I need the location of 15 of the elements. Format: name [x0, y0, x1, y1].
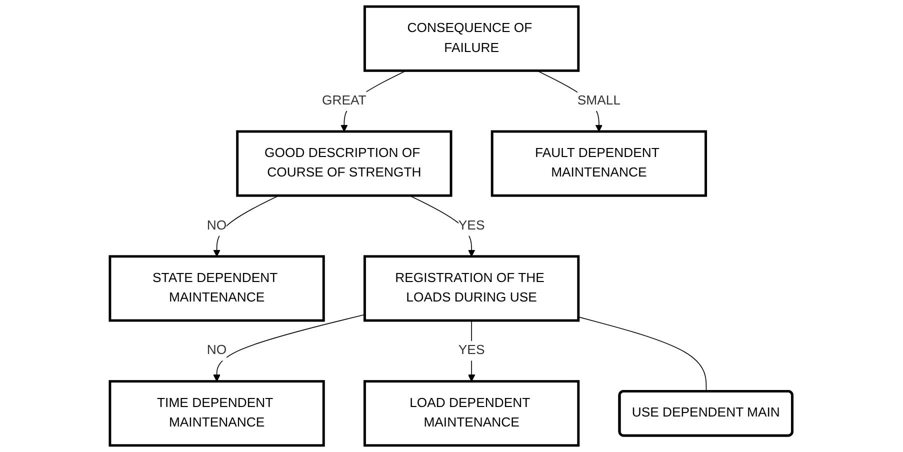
edge-label: YES	[458, 218, 486, 233]
node-box: GOOD DESCRIPTION OF COURSE OF STRENGTH	[236, 130, 453, 197]
edge-label: YES	[458, 344, 486, 358]
edge-label: SMALL	[578, 94, 621, 108]
edge-label: NO	[207, 344, 228, 358]
node-box: STATE DEPENDENT MAINTENANCE	[109, 255, 326, 322]
edge-label: NO	[207, 218, 228, 233]
edge-label: GREAT	[322, 94, 367, 108]
node-box: CONSEQUENCE OF FAILURE	[364, 5, 580, 72]
node-box: LOAD DEPENDENT MAINTENANCE	[364, 380, 580, 447]
connector	[578, 316, 708, 392]
node-box: REGISTRATION OF THE LOADS DURING USE	[364, 255, 580, 322]
node-box: FAULT DEPENDENT MAINTENANCE	[491, 130, 708, 197]
arrow	[214, 314, 366, 382]
node-box: TIME DEPENDENT MAINTENANCE	[109, 380, 326, 447]
